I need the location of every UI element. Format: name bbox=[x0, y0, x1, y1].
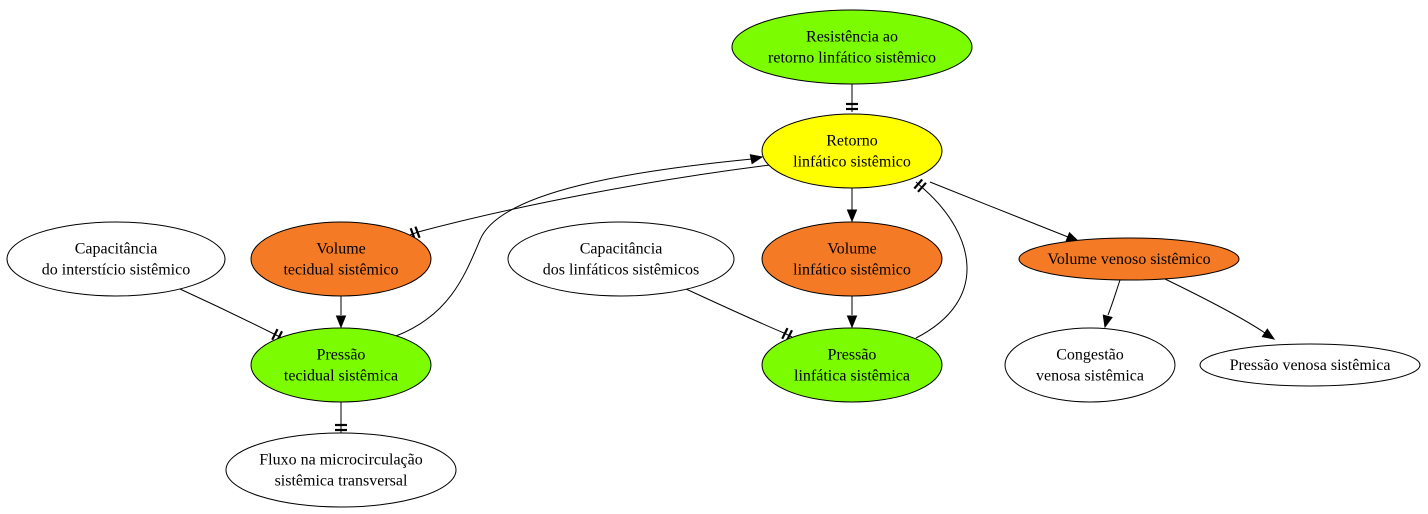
node-label-line: Pressão bbox=[828, 347, 877, 364]
nodes-layer: Resistência ao retorno linfático sistêmic… bbox=[6, 9, 1421, 508]
node-shape bbox=[1199, 343, 1421, 387]
node-shape bbox=[761, 113, 943, 189]
node-pressao-linf: Pressão linfática sistêmica bbox=[761, 327, 943, 403]
node-shape bbox=[1018, 237, 1240, 281]
node-shape bbox=[1004, 327, 1176, 403]
edge-resistencia-to-retorno bbox=[846, 84, 858, 112]
node-label-line: Capacitância bbox=[75, 241, 158, 258]
node-label-line: Volume venoso sistêmico bbox=[1047, 251, 1210, 268]
edge-retorno-to-vol-linf bbox=[846, 188, 858, 223]
node-resistencia: Resistência ao retorno linfático sistêmic… bbox=[731, 9, 973, 85]
node-pressao-tec: Pressão tecidual sistêmica bbox=[250, 327, 432, 403]
node-label-line: sistêmica transversal bbox=[275, 473, 408, 490]
edge-vol-tecidual-to-pressao-tec bbox=[335, 296, 347, 329]
inhibition-tick bbox=[917, 182, 927, 193]
node-shape bbox=[761, 221, 943, 297]
edge-pressao-tec-to-fluxo bbox=[335, 402, 347, 433]
node-shape bbox=[225, 432, 457, 508]
arrowhead bbox=[1065, 231, 1080, 242]
arrowhead bbox=[846, 315, 858, 329]
arrowhead bbox=[1102, 314, 1113, 329]
node-label-line: Resistência ao bbox=[806, 29, 898, 46]
node-label-line: linfático sistêmico bbox=[793, 262, 911, 279]
edge-line bbox=[915, 181, 968, 339]
node-cap-linf: Capacitância dos linfáticos sistêmicos bbox=[507, 221, 735, 297]
node-label-line: Capacitância bbox=[580, 241, 663, 258]
node-fluxo: Fluxo na microcirculação sistêmica transv… bbox=[225, 432, 457, 508]
edge-line bbox=[929, 181, 1069, 238]
node-label-line: Pressão venosa sistêmica bbox=[1230, 357, 1391, 374]
node-label-line: Volume bbox=[827, 241, 876, 258]
edge-vol-venoso-to-congestao bbox=[1102, 279, 1121, 329]
edge-line bbox=[395, 158, 753, 337]
node-shape bbox=[731, 9, 973, 85]
node-label-line: Congestão bbox=[1056, 347, 1124, 364]
inhibition-tick bbox=[271, 328, 279, 341]
arrowhead bbox=[1261, 328, 1276, 340]
node-cap-interst: Capacitância do interstício sistêmico bbox=[6, 221, 226, 297]
edge-line bbox=[685, 288, 793, 338]
edges-layer bbox=[179, 84, 1276, 433]
edge-cap-linf-to-pressao-linf bbox=[685, 288, 793, 342]
node-label-line: Fluxo na microcirculação bbox=[259, 452, 423, 469]
node-label-line: Volume bbox=[316, 241, 365, 258]
edge-line bbox=[1164, 278, 1266, 334]
node-pressao-ven: Pressão venosa sistêmica bbox=[1199, 343, 1421, 387]
node-congestao: Congestão venosa sistêmica bbox=[1004, 327, 1176, 403]
node-shape bbox=[507, 221, 735, 297]
inhibition-tick bbox=[913, 178, 924, 190]
node-shape bbox=[250, 221, 432, 297]
inhibition-tick bbox=[781, 327, 789, 340]
edge-cap-interst-to-pressao-tec bbox=[179, 288, 283, 343]
node-shape bbox=[250, 327, 432, 403]
node-shape bbox=[6, 221, 226, 297]
node-vol-venoso: Volume venoso sistêmico bbox=[1018, 237, 1240, 281]
node-label-line: linfático sistêmico bbox=[793, 154, 911, 171]
edge-vol-venoso-to-pressao-ven bbox=[1164, 278, 1276, 340]
inhibition-tick bbox=[414, 226, 421, 239]
node-label-line: linfática sistêmica bbox=[794, 368, 910, 385]
node-vol-tecidual: Volume tecidual sistêmico bbox=[250, 221, 432, 297]
edge-pressao-linf-to-retorno bbox=[913, 178, 968, 339]
node-label-line: tecidual sistêmico bbox=[283, 262, 398, 279]
arrowhead bbox=[749, 154, 764, 165]
arrowhead bbox=[846, 209, 858, 223]
edge-pressao-tec-to-retorno bbox=[395, 154, 764, 337]
node-label-line: venosa sistêmica bbox=[1036, 368, 1144, 385]
edge-line bbox=[1107, 279, 1121, 316]
node-vol-linf: Volume linfático sistêmico bbox=[761, 221, 943, 297]
node-label-line: dos linfáticos sistêmicos bbox=[543, 262, 699, 279]
node-label-line: do interstício sistêmico bbox=[42, 262, 190, 279]
node-retorno: Retorno linfático sistêmico bbox=[761, 113, 943, 189]
edge-line bbox=[179, 288, 283, 339]
node-label-line: Retorno bbox=[826, 133, 878, 150]
arrowhead bbox=[335, 315, 347, 329]
edge-retorno-to-vol-venoso bbox=[929, 181, 1080, 242]
node-shape bbox=[761, 327, 943, 403]
node-label-line: retorno linfático sistêmico bbox=[768, 50, 936, 67]
edge-line bbox=[409, 164, 771, 236]
node-label-line: Pressão bbox=[317, 347, 366, 364]
node-label-line: tecidual sistêmica bbox=[284, 368, 398, 385]
edge-vol-linf-to-pressao-linf bbox=[846, 296, 858, 329]
